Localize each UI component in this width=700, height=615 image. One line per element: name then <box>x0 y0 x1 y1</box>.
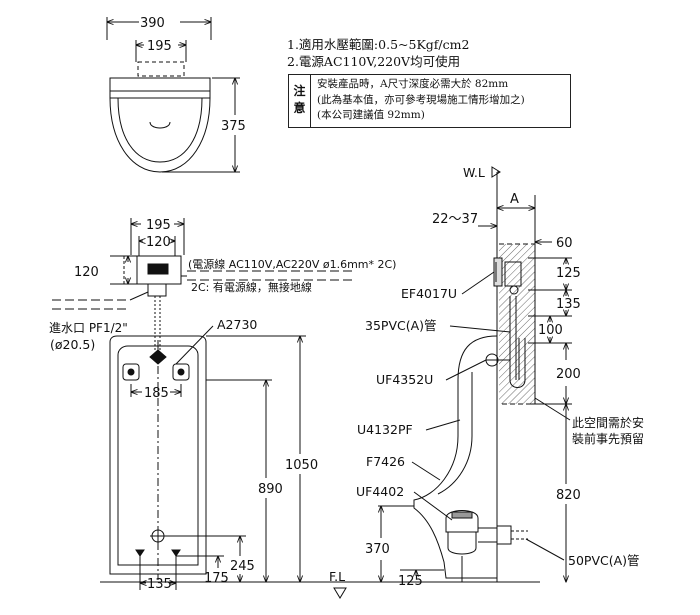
dim-100-label: 100 <box>538 323 563 338</box>
hanger-part-label: A2730 <box>217 317 257 332</box>
sensor-window <box>147 263 169 275</box>
side-outlet-stub <box>478 527 498 543</box>
front-urinal-inner <box>117 345 199 566</box>
caution-heading-top: 注 <box>293 84 306 98</box>
leader-uf4352u <box>445 359 487 381</box>
inlet-connector <box>129 291 149 301</box>
left-foot-mark <box>135 549 145 557</box>
wall-recess-hatch <box>499 244 535 404</box>
wall-level-label: W.L <box>463 165 485 180</box>
leader-space-note <box>534 397 571 421</box>
front-urinal-body <box>109 335 207 575</box>
left-hanger-bolt <box>127 368 135 376</box>
right-hanger-bolt <box>177 368 185 376</box>
top-sensor-outline <box>137 61 185 77</box>
leader-a2730 <box>175 325 214 365</box>
part-ef4017u-label: EF4017U <box>401 286 457 301</box>
side-sensor-cover <box>493 257 503 287</box>
dim-200-label: 200 <box>556 367 581 382</box>
hanger-spacing-label: 185 <box>144 386 169 401</box>
part-uf4352u-label: UF4352U <box>376 372 433 387</box>
power-line-label: (電源線 AC110V,AC220V ø1.6mm* 2C) <box>188 257 396 271</box>
spray-head <box>149 349 167 365</box>
side-urinal-profile <box>413 335 498 579</box>
inlet-label: 進水口 PF1/2" <box>49 321 128 335</box>
range-label: 22～37 <box>432 212 478 227</box>
side-view <box>378 166 572 582</box>
leader-u4132pf <box>425 419 461 431</box>
leader-ef4017u <box>461 271 495 295</box>
top-view <box>106 17 240 173</box>
front-sensor-inner-label: 120 <box>146 235 171 250</box>
outlet-height-label: 245 <box>230 559 255 574</box>
caution-line-3: (本公司建議值 92mm) <box>317 109 425 121</box>
space-note-line-1: 此空間需於安 <box>572 415 644 430</box>
power-note-label: 2C: 有電源線，無接地線 <box>191 280 312 294</box>
dim-820-label: 820 <box>556 488 581 503</box>
caution-text: 安裝產品時，A尺寸深度必需大於 82mm (此為基本值，亦可參考現場施工情形增加… <box>317 77 525 124</box>
leader-uf4402 <box>413 491 453 521</box>
part-f7426-label: F7426 <box>366 454 405 469</box>
caution-line-1: 安裝產品時，A尺寸深度必需大於 82mm <box>317 78 509 90</box>
part-u4132pf-label: U4132PF <box>357 422 413 437</box>
dim-125-top-label: 125 <box>556 266 581 281</box>
foot-offset-label: 175 <box>204 571 229 586</box>
top-drain <box>149 121 171 129</box>
front-sensor-width-label: 195 <box>146 218 171 233</box>
height-total-label: 1050 <box>285 458 318 473</box>
side-urinal-inner <box>437 372 473 495</box>
side-outlet-flange <box>496 525 512 545</box>
leader-pvc50 <box>525 538 565 561</box>
floor-level-label: F.L <box>329 569 345 584</box>
top-bowl-inner <box>117 97 203 163</box>
height-top-label: 890 <box>258 482 283 497</box>
leader-f7426 <box>411 461 441 481</box>
part-pvc50-label: 50PVC(A)管 <box>568 553 640 568</box>
side-valve-knob <box>509 285 519 295</box>
caution-note-box: 注 意 安裝產品時，A尺寸深度必需大於 82mm (此為基本值，亦可參考現場施工… <box>288 74 571 128</box>
top-width-outer-label: 390 <box>140 16 165 31</box>
right-foot-mark <box>171 549 181 557</box>
spec-pressure-range: 1.適用水壓範圍:0.5~5Kgf/cm2 <box>287 37 470 52</box>
part-pvc35-label: 35PVC(A)管 <box>365 318 437 333</box>
top-depth-label: 375 <box>221 119 246 134</box>
top-bowl-outline <box>109 77 211 173</box>
front-view <box>52 218 540 599</box>
depth-a-label: A <box>510 192 519 207</box>
dim-370-label: 370 <box>365 542 390 557</box>
part-uf4402-label: UF4402 <box>356 484 404 499</box>
floor-marker <box>333 587 347 599</box>
front-sensor-height-label: 120 <box>74 265 99 280</box>
wall-marker <box>491 166 501 178</box>
front-valve <box>147 283 167 297</box>
side-pipe-trap <box>509 338 526 388</box>
caution-heading: 注 意 <box>289 75 311 127</box>
right-hanger <box>172 363 190 381</box>
side-trap-cap <box>451 511 473 519</box>
caution-line-2: (此為基本值，亦可參考現場施工情形增加之) <box>317 93 525 106</box>
inlet-diameter-label: (ø20.5) <box>50 337 95 352</box>
spec-power-supply: 2.電源AC110V,220V均可使用 <box>287 54 461 69</box>
leader-pvc35 <box>449 325 511 333</box>
dim-125-bottom-label: 125 <box>398 574 423 589</box>
dim-135-label: 135 <box>556 297 581 312</box>
top-width-inner-label: 195 <box>147 39 172 54</box>
space-note-line-2: 裝前事先預留 <box>572 431 644 446</box>
side-trap-body <box>447 532 477 555</box>
left-hanger <box>122 363 140 381</box>
foot-spacing-label: 135 <box>147 577 172 592</box>
dim-60-label: 60 <box>556 236 573 251</box>
caution-heading-bottom: 意 <box>293 101 306 115</box>
